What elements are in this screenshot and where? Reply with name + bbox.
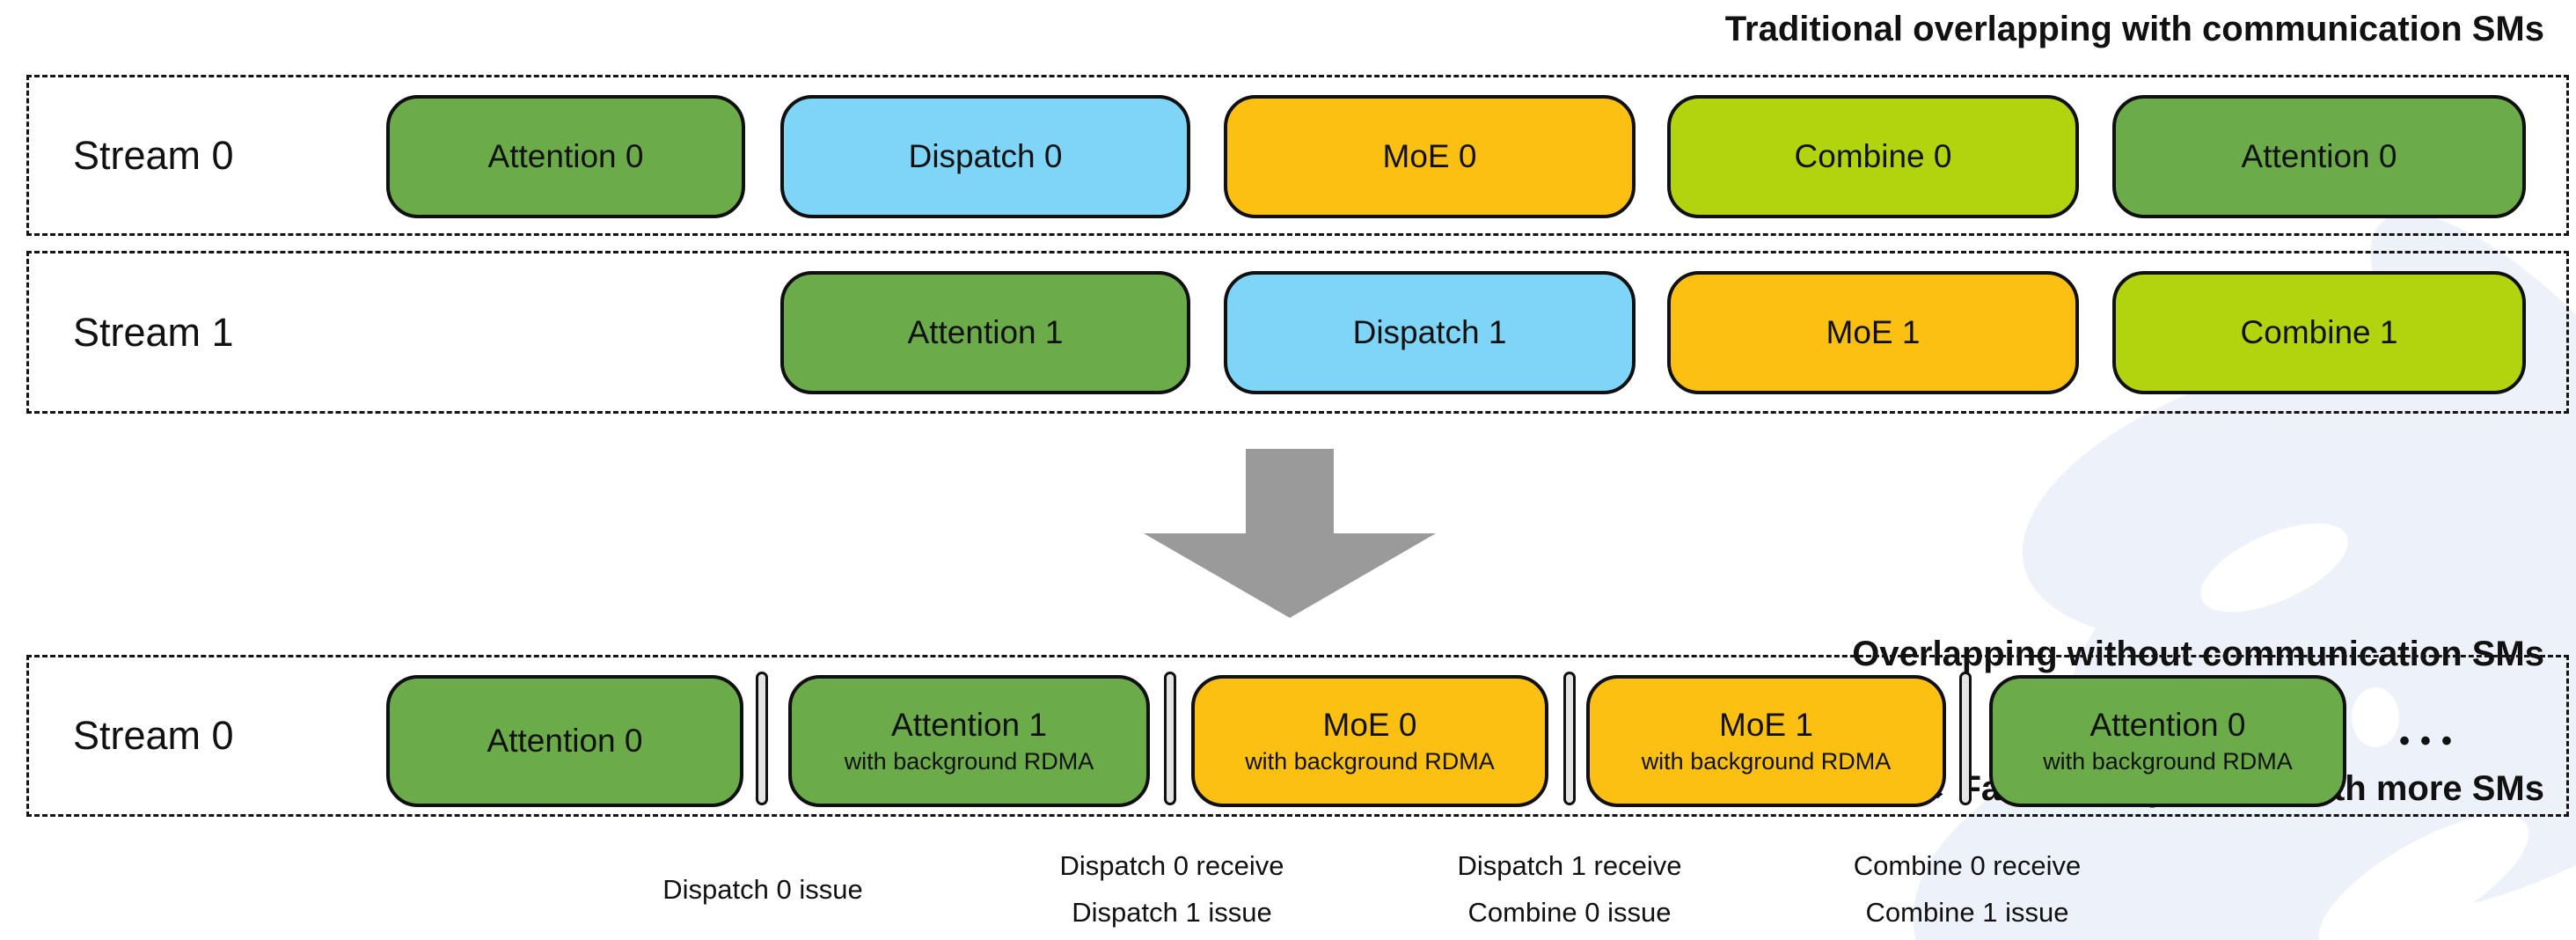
b-block-attention-0-next: Attention 0 with background RDMA (1989, 675, 2346, 807)
block-label: MoE 1 (1719, 707, 1813, 743)
stream-sync-divider-3 (1563, 672, 1576, 805)
annotation-dispatch0-issue: Dispatch 0 issue (578, 843, 948, 935)
annotation-combine0-receive-combine1-issue: Combine 0 receive Combine 1 issue (1782, 843, 2152, 935)
s1-block-combine-1: Combine 1 (2112, 271, 2526, 394)
block-label: Attention 0 (487, 723, 643, 759)
stream-sync-divider-1 (756, 672, 768, 805)
s1-block-dispatch-1: Dispatch 1 (1224, 271, 1636, 394)
block-label: Attention 0 (2089, 707, 2246, 743)
block-label: Attention 1 (907, 314, 1064, 350)
annotation-line: Dispatch 0 issue (662, 873, 863, 905)
annotation-line: Dispatch 0 receive (1059, 850, 1284, 881)
stream1-label: Stream 1 (73, 309, 234, 355)
b-block-moe-1: MoE 1 with background RDMA (1586, 675, 1946, 807)
block-label: Attention 0 (2241, 138, 2397, 174)
annotation-line: Dispatch 1 issue (1072, 897, 1272, 928)
block-label: Attention 0 (487, 138, 644, 174)
b-block-moe-0: MoE 0 with background RDMA (1191, 675, 1548, 807)
block-label: Combine 1 (2240, 314, 2398, 350)
block-label: Combine 0 (1794, 138, 1952, 174)
continuation-ellipsis: ••• (2399, 723, 2463, 758)
annotation-line: Combine 0 issue (1467, 897, 1672, 928)
stream0-label: Stream 0 (73, 132, 234, 178)
block-sublabel: with background RDMA (1641, 748, 1892, 775)
block-sublabel: with background RDMA (2043, 748, 2293, 775)
top-section-title: Traditional overlapping with communicati… (1724, 10, 2544, 48)
block-label: MoE 0 (1322, 707, 1417, 743)
block-label: Dispatch 0 (908, 138, 1063, 174)
stream0-panel: Stream 0 Attention 0 Dispatch 0 MoE 0 Co… (26, 75, 2569, 236)
stream-sync-divider-2 (1164, 672, 1176, 805)
block-label: MoE 1 (1826, 314, 1921, 350)
s0-block-attention-0-next: Attention 0 (2112, 95, 2526, 218)
annotation-dispatch1-receive-combine0-issue: Dispatch 1 receive Combine 0 issue (1385, 843, 1754, 935)
bottom-stream0-label: Stream 0 (73, 713, 234, 758)
annotation-line: Dispatch 1 receive (1457, 850, 1682, 881)
stream1-panel: Stream 1 Attention 1 Dispatch 1 MoE 1 Co… (26, 251, 2569, 414)
s1-block-moe-1: MoE 1 (1667, 271, 2079, 394)
annotation-line: Combine 1 issue (1865, 897, 2069, 928)
b-block-attention-1: Attention 1 with background RDMA (788, 675, 1150, 807)
block-label: MoE 0 (1382, 138, 1477, 174)
annotation-line: Combine 0 receive (1853, 850, 2082, 881)
block-label: Attention 1 (891, 707, 1047, 743)
stream-sync-divider-4 (1959, 672, 1972, 805)
annotation-dispatch0-receive-dispatch1-issue: Dispatch 0 receive Dispatch 1 issue (987, 843, 1357, 935)
s1-block-attention-1: Attention 1 (780, 271, 1190, 394)
s0-block-attention-0: Attention 0 (386, 95, 745, 218)
bottom-stream0-panel: Stream 0 Attention 0 Attention 1 with ba… (26, 655, 2569, 817)
down-arrow-icon (1144, 449, 1436, 618)
s0-block-dispatch-0: Dispatch 0 (780, 95, 1190, 218)
b-block-attention-0: Attention 0 (386, 675, 743, 807)
block-sublabel: with background RDMA (1245, 748, 1495, 775)
s0-block-moe-0: MoE 0 (1224, 95, 1636, 218)
block-label: Dispatch 1 (1352, 314, 1507, 350)
block-sublabel: with background RDMA (844, 748, 1094, 775)
s0-block-combine-0: Combine 0 (1667, 95, 2079, 218)
